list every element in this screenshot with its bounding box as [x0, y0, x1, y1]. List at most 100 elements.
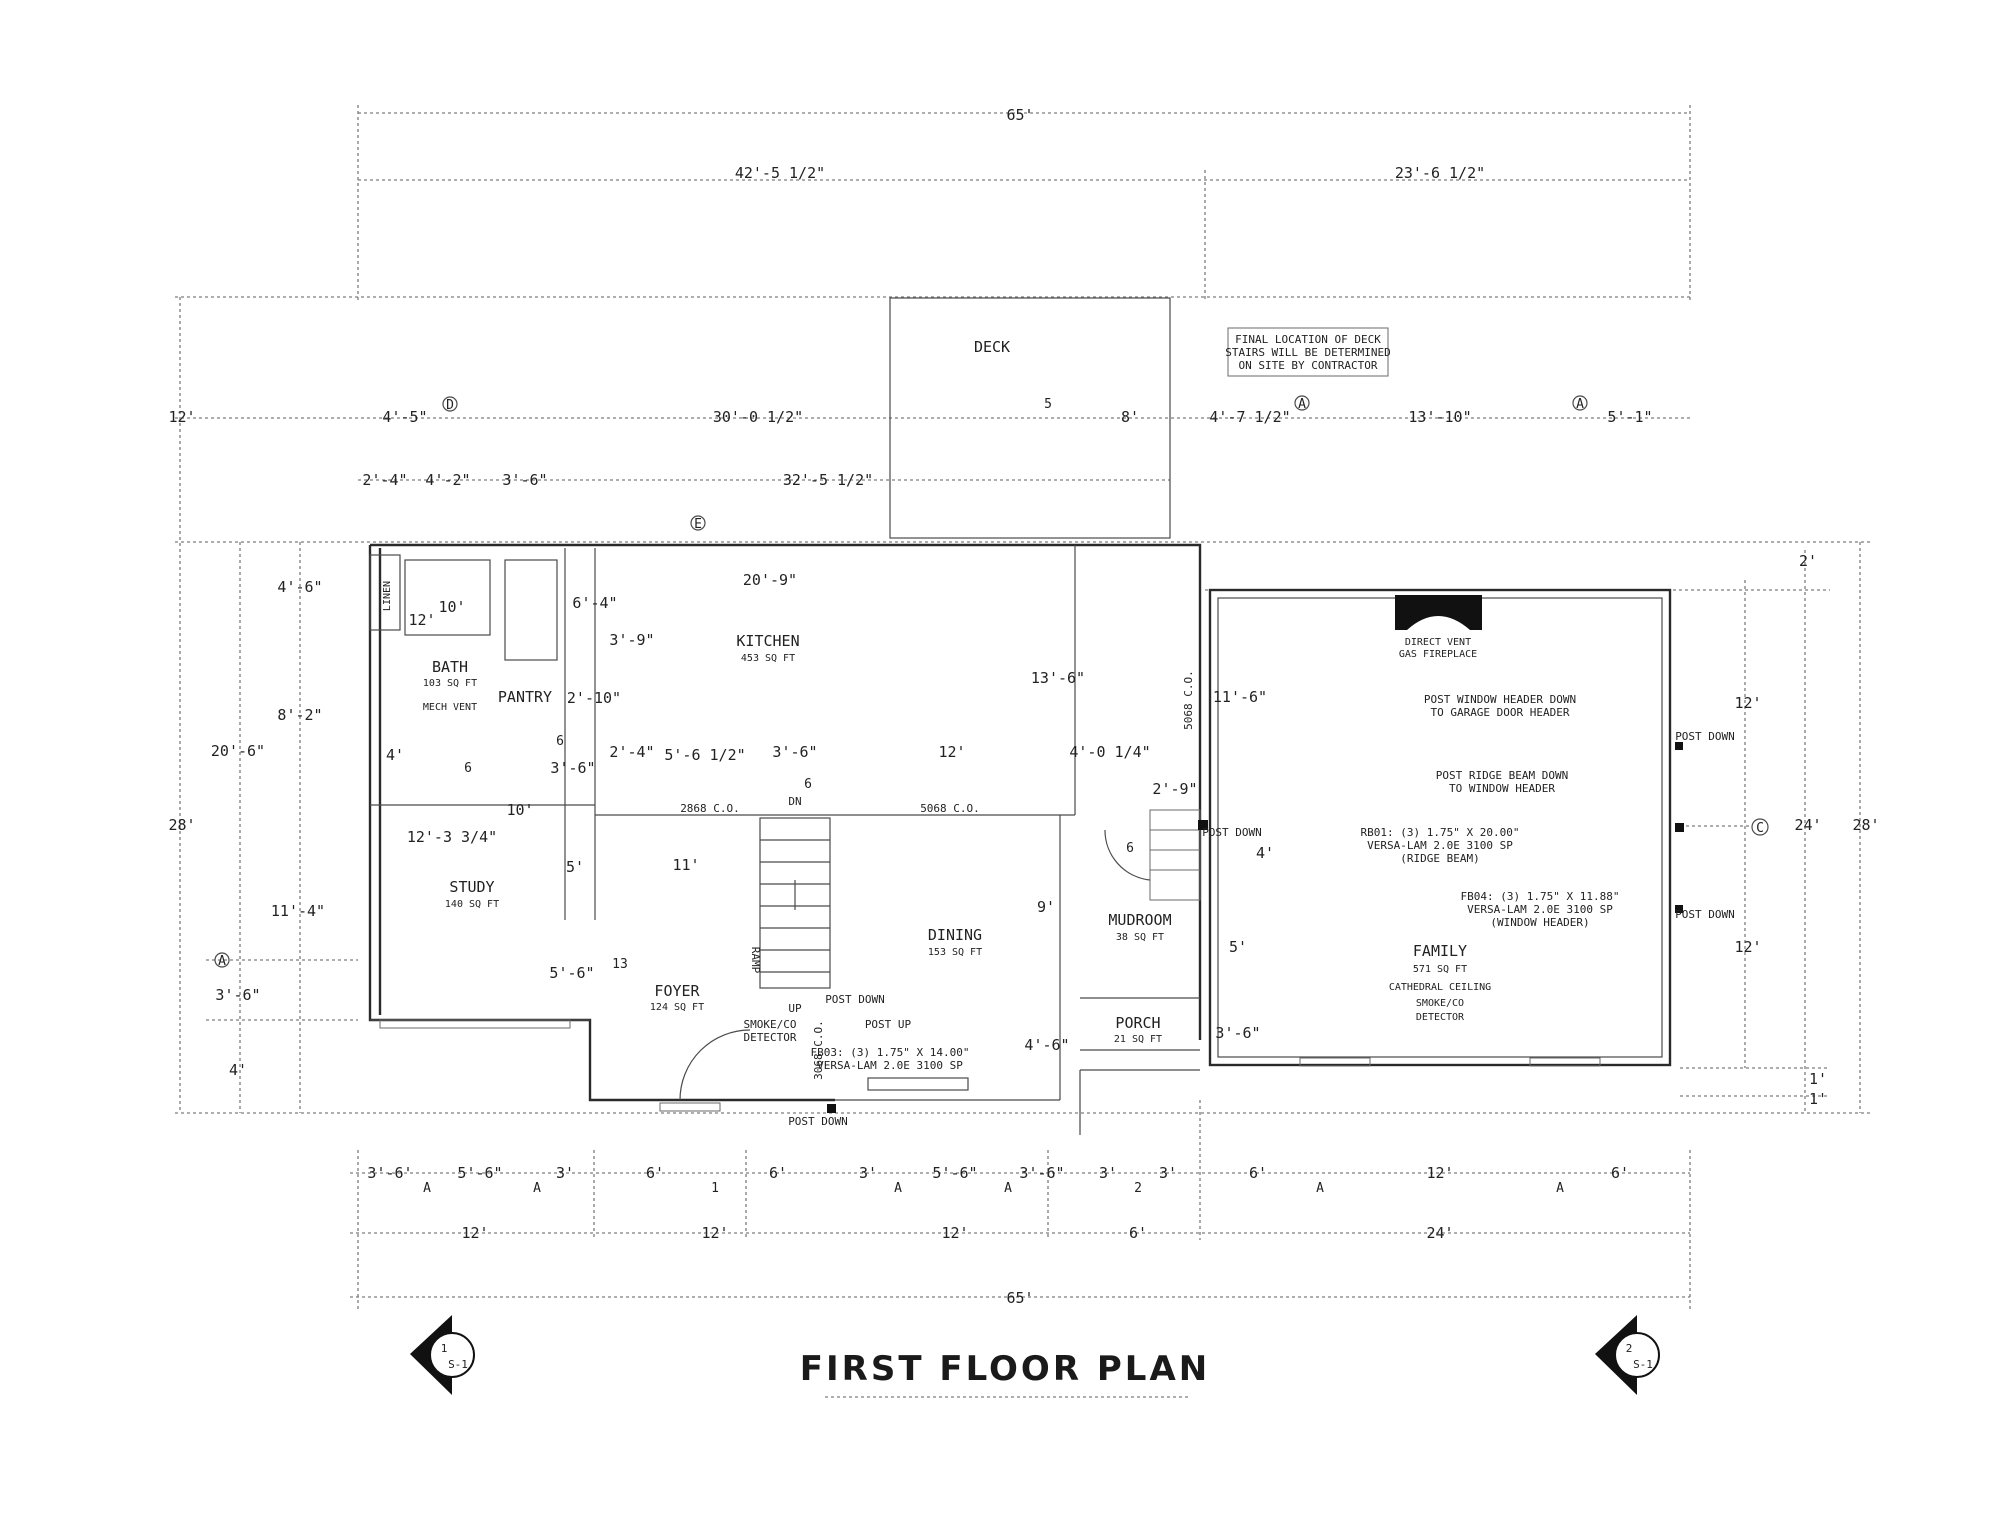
dim-bottom-total: 65': [1006, 1289, 1033, 1307]
left-dimension-texts: 4'-6" 8'-2" 20'-6" 11'-4" 3'-6" 4': [211, 578, 325, 1079]
section-right-number: 2: [1626, 1342, 1633, 1355]
room-study: STUDY: [449, 878, 494, 896]
dim-row2-2: 3'-6": [502, 471, 547, 489]
dim-left-12: 12': [168, 408, 195, 426]
marker-bot-2: 2: [1134, 1181, 1142, 1196]
dim-row2-1: 4'-2": [425, 471, 470, 489]
room-bath-area: 103 SQ FT: [423, 678, 477, 689]
dim-int-d21: 4': [386, 746, 404, 764]
room-foyer-area: 124 SQ FT: [650, 1002, 704, 1013]
dim-int-d15: 5': [566, 858, 584, 876]
note-fb03-1: FB03: (3) 1.75" X 14.00": [811, 1046, 970, 1059]
room-dining-area: 153 SQ FT: [928, 947, 982, 958]
dim-int-d5: 2'-4": [609, 743, 654, 761]
dim-left-2: 20'-6": [211, 742, 265, 760]
marker-6b: 6: [556, 734, 564, 749]
room-kitchen-area: 453 SQ FT: [741, 653, 795, 664]
dim-int-d16: 5'-6": [549, 964, 594, 982]
bottom-dimension-lines: [350, 1100, 1691, 1310]
note-post-down-2: POST DOWN: [1675, 730, 1735, 743]
dim-bot2-0: 12': [461, 1224, 488, 1242]
bottom-dimension-row-1: 3'-6' 5'-6" 3' 6' 6' 3' 5'-6" 3'-6" 3' 3…: [367, 1164, 1629, 1182]
note-fireplace-1: DIRECT VENT: [1405, 637, 1471, 648]
dim-int-d22: 4': [1256, 844, 1274, 862]
room-family: FAMILY: [1413, 942, 1467, 960]
note-deck-stairs-1: FINAL LOCATION OF DECK: [1235, 333, 1381, 346]
dim-bot1-9: 3': [1159, 1164, 1177, 1182]
dim-left-1: 8'-2": [277, 706, 322, 724]
marker-13: 13: [612, 957, 628, 972]
dim-int-d7: 3'-6": [772, 743, 817, 761]
dim-int-d17: 9': [1037, 898, 1055, 916]
note-deck-stairs-2: STAIRS WILL BE DETERMINED: [1225, 346, 1391, 359]
note-fb04-1: FB04: (3) 1.75" X 11.88": [1461, 890, 1620, 903]
note-fb03-2: VERSA-LAM 2.0E 3100 SP: [817, 1059, 963, 1072]
dim-int-d10: 4'-0 1/4": [1069, 743, 1150, 761]
dim-right-1a: 1': [1809, 1070, 1827, 1088]
plan-title: FIRST FLOOR PLAN: [800, 1349, 1210, 1389]
dim-row1-0: 4'-5": [382, 408, 427, 426]
dim-top-right: 23'-6 1/2": [1395, 164, 1485, 182]
dim-int-d23: 12': [408, 611, 435, 629]
dim-kitchen-width: 20'-9": [743, 571, 797, 589]
dim-bot1-7: 3'-6": [1019, 1164, 1064, 1182]
marker-E: E: [694, 517, 702, 532]
marker-C: C: [1756, 821, 1764, 836]
marker-bot-A2: A: [533, 1181, 541, 1196]
section-marker-right: 2 S-1: [1595, 1315, 1660, 1395]
room-family-smoke: SMOKE/CO: [1416, 998, 1464, 1009]
note-dn: DN: [788, 795, 801, 808]
dim-bot1-2: 3': [556, 1164, 574, 1182]
dim-row1-2: 8': [1121, 408, 1139, 426]
dim-bot1-10: 6': [1249, 1164, 1267, 1182]
note-post-down-1: POST DOWN: [1202, 826, 1262, 839]
room-family-area: 571 SQ FT: [1413, 964, 1467, 975]
marker-bot-A6: A: [1556, 1181, 1564, 1196]
dimension-row-1: 4'-5" 30'-0 1/2" 8' 4'-7 1/2" 13'-10" 5'…: [382, 408, 1652, 426]
note-post-ridge-2: TO WINDOW HEADER: [1449, 782, 1555, 795]
marker-A2: A: [1576, 397, 1584, 412]
note-door-2868: 2868 C.O.: [680, 802, 740, 815]
dim-bot1-6: 5'-6": [932, 1164, 977, 1182]
note-post-down-3: POST DOWN: [1675, 908, 1735, 921]
note-detector: DETECTOR: [744, 1031, 797, 1044]
note-fb04-3: (WINDOW HEADER): [1490, 916, 1589, 929]
dim-bot1-4: 6': [769, 1164, 787, 1182]
note-fireplace-2: GAS FIREPLACE: [1399, 649, 1477, 660]
dim-right-12a: 12': [1734, 694, 1761, 712]
dimension-row-2: 2'-4" 4'-2" 3'-6" 32'-5 1/2": [362, 471, 873, 489]
dim-left-28: 28': [168, 816, 195, 834]
section-left-number: 1: [441, 1342, 448, 1355]
room-dining: DINING: [928, 926, 982, 944]
dim-int-d14: 12'-3 3/4": [407, 828, 497, 846]
note-post-window-2: TO GARAGE DOOR HEADER: [1430, 706, 1569, 719]
dim-int-d12: 11'-6": [1213, 688, 1267, 706]
dim-int-d3: 2'-10": [567, 689, 621, 707]
note-door-3068: 3068 C.O.: [812, 1020, 825, 1080]
note-post-down-4: POST DOWN: [825, 993, 885, 1006]
note-post-down-5: POST DOWN: [788, 1115, 848, 1128]
marker-bot-A5: A: [1316, 1181, 1324, 1196]
plan-notes: FINAL LOCATION OF DECK STAIRS WILL BE DE…: [680, 327, 1735, 1128]
marker-bot-1: 1: [711, 1181, 719, 1196]
dim-row1-3: 4'-7 1/2": [1209, 408, 1290, 426]
dim-int-d2: 3'-9": [609, 631, 654, 649]
marker-bot-A4: A: [1004, 1181, 1012, 1196]
room-deck: DECK: [974, 338, 1010, 356]
dim-right-24: 24': [1794, 816, 1821, 834]
dim-int-d11: 2'-9": [1152, 780, 1197, 798]
dim-int-d20: 3'-6": [1215, 1024, 1260, 1042]
grid-markers: D E 5 A A A C A A 1 A A 2 A A 6 6 6 6 13: [214, 395, 1769, 1196]
note-rb01-1: RB01: (3) 1.75" X 20.00": [1361, 826, 1520, 839]
dim-bot2-3: 6': [1129, 1224, 1147, 1242]
marker-D: D: [446, 398, 454, 413]
dim-bot1-8: 3': [1099, 1164, 1117, 1182]
note-rb01-3: (RIDGE BEAM): [1400, 852, 1479, 865]
section-right-sheet: S-1: [1633, 1358, 1653, 1371]
room-study-area: 140 SQ FT: [445, 899, 499, 910]
marker-A3: A: [218, 954, 226, 969]
marker-bot-A1: A: [423, 1181, 431, 1196]
dim-row2-0: 2'-4": [362, 471, 407, 489]
room-bath: BATH: [432, 658, 468, 676]
dim-row1-4: 13'-10": [1408, 408, 1471, 426]
